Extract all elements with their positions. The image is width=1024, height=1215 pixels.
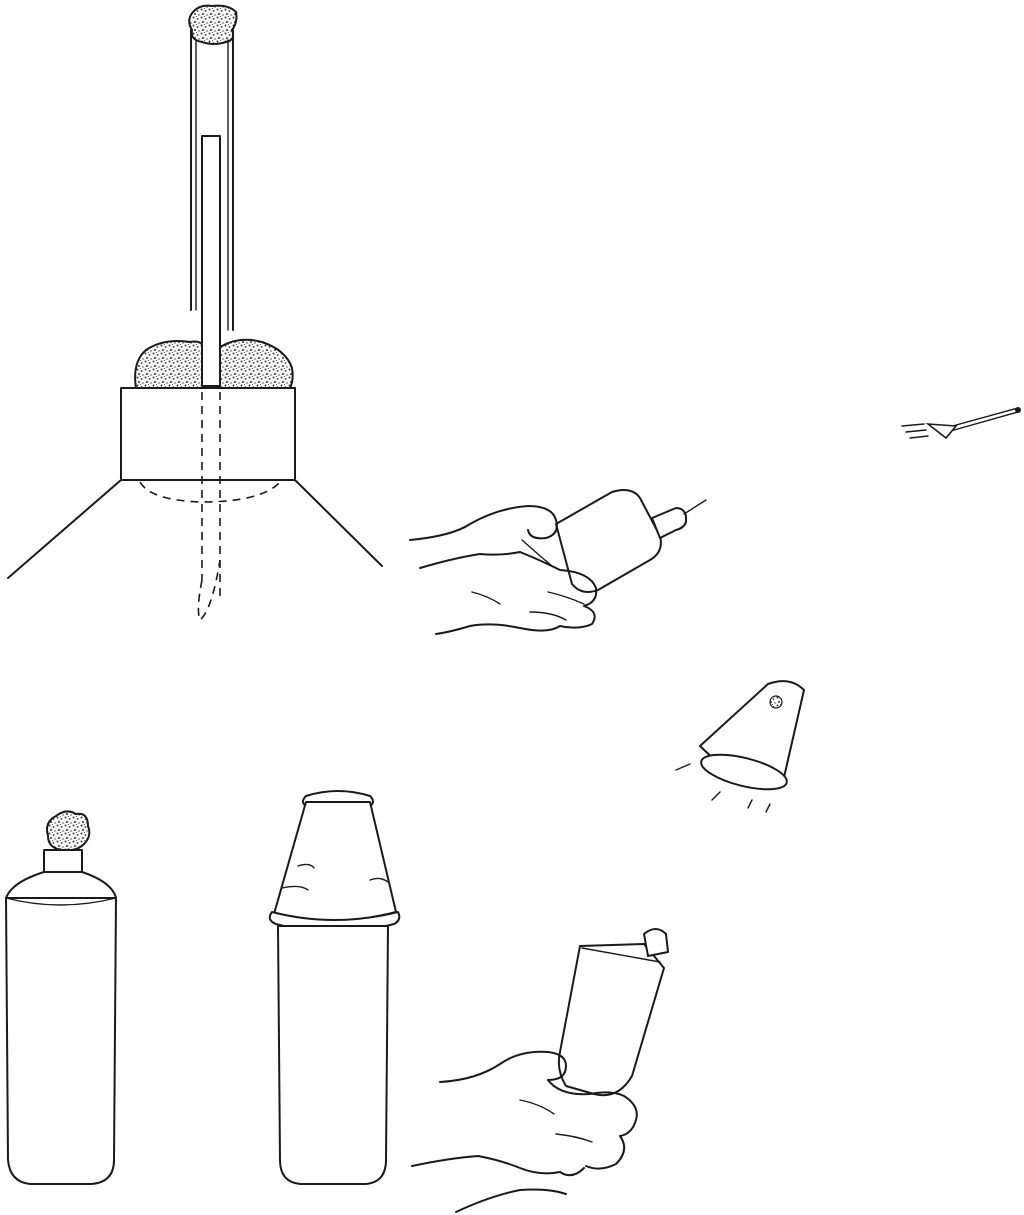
bottle-shoulder bbox=[6, 872, 116, 898]
squeeze-bottle-upright bbox=[559, 944, 664, 1095]
bottle-under-cup bbox=[278, 926, 388, 1184]
squeeze-bottle-cup bbox=[412, 929, 668, 1212]
bottle-with-wad bbox=[6, 811, 116, 1184]
inner-rod bbox=[202, 136, 220, 386]
bottle-body bbox=[6, 898, 116, 1184]
top-cotton-wad bbox=[189, 6, 236, 44]
needle-nozzle bbox=[684, 500, 706, 514]
squeeze-bottle-dart bbox=[410, 490, 706, 634]
bag-left-edge bbox=[8, 480, 121, 578]
bottle-cap bbox=[644, 929, 668, 956]
bottle-neck bbox=[44, 850, 82, 872]
hand-grip bbox=[440, 1052, 566, 1082]
paper-cup bbox=[274, 802, 396, 921]
launcher-assembly bbox=[8, 6, 382, 620]
collar-block bbox=[121, 388, 295, 480]
wad-on-bottle bbox=[47, 811, 89, 850]
hidden-bag-edge bbox=[140, 482, 280, 502]
squeeze-bottle bbox=[556, 490, 661, 592]
nozzle-end bbox=[198, 560, 220, 620]
flying-dart bbox=[902, 407, 1021, 438]
bottle-with-cup bbox=[270, 791, 400, 1184]
bag-right-edge bbox=[295, 480, 382, 566]
flying-cup bbox=[676, 681, 804, 812]
hand-upper bbox=[410, 506, 557, 540]
